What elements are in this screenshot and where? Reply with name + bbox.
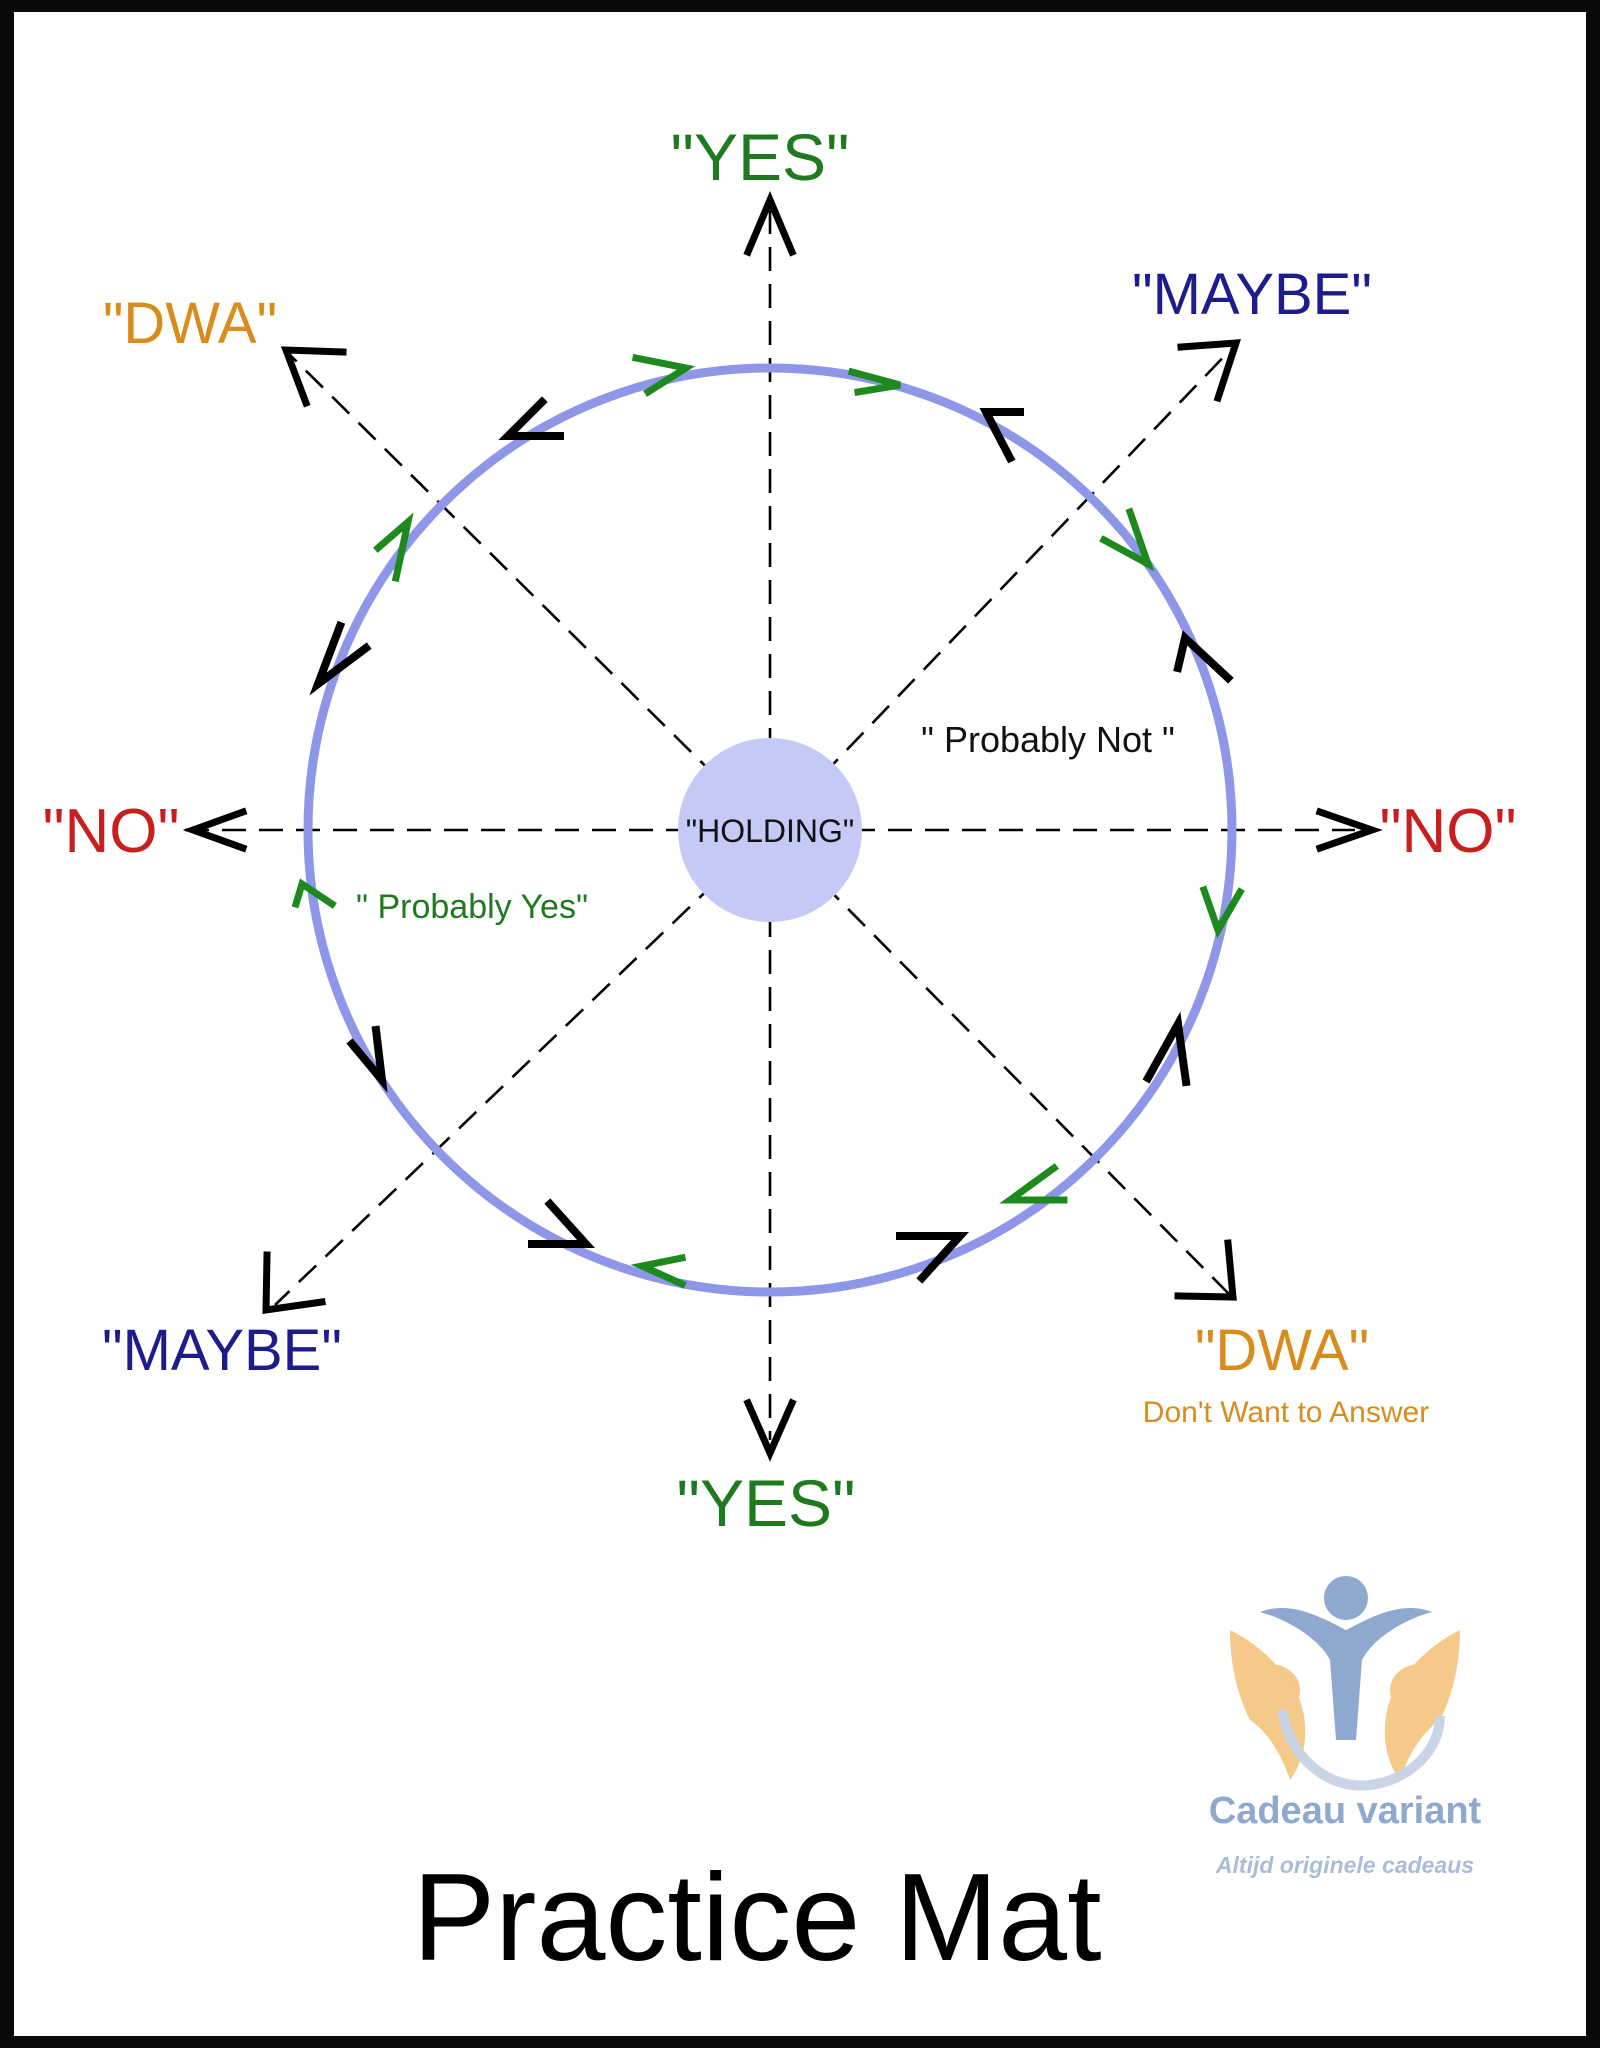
black-arrow-5	[346, 1025, 388, 1093]
axis-diagonal-maybe-top	[769, 344, 1236, 831]
axis-diagonal-dwa-top	[284, 349, 771, 831]
circle-arrows-green	[291, 353, 1245, 1289]
arrowhead-left	[182, 807, 248, 853]
logo-mark	[1230, 1576, 1460, 1791]
logo-tagline: Altijd originele cadeaus	[1215, 1852, 1474, 1878]
logo: Cadeau variant Altijd originele cadeaus	[1209, 1576, 1482, 1878]
black-arrow-7	[896, 1232, 970, 1284]
arrowhead-down-left	[262, 1251, 326, 1315]
arrowhead-down-right	[1174, 1239, 1237, 1301]
black-arrow-4	[309, 620, 372, 696]
arrowhead-up-left	[280, 346, 347, 408]
green-arrow-8	[630, 1253, 687, 1289]
circle-arrows-black	[309, 396, 1234, 1284]
green-arrow-5	[291, 878, 337, 909]
label-maybe-top: "MAYBE"	[1132, 262, 1372, 327]
label-probably-yes: " Probably Yes"	[356, 888, 588, 926]
green-arrow-3	[373, 512, 414, 583]
label-probably-not: " Probably Not "	[921, 719, 1175, 760]
arrowhead-up-right	[1177, 339, 1241, 403]
label-dwa-top: "DWA"	[103, 291, 277, 356]
black-arrow-6	[528, 1198, 595, 1248]
label-dwa-subtitle: Don't Want to Answer	[1143, 1396, 1429, 1429]
axis-arrowheads	[182, 191, 1383, 1462]
holding-node	[678, 738, 862, 922]
green-arrow-7	[999, 1163, 1068, 1204]
label-yes-bottom: "YES"	[677, 1466, 856, 1540]
label-no-left: "NO"	[42, 797, 179, 866]
label-holding: "HOLDING"	[686, 813, 855, 849]
label-maybe-bottom: "MAYBE"	[102, 1318, 342, 1383]
black-arrow-2	[979, 408, 1024, 464]
arrowhead-down	[743, 1398, 797, 1462]
black-arrow-3	[1173, 630, 1234, 684]
label-dwa-bottom: "DWA"	[1195, 1318, 1369, 1383]
axis-diagonal-maybe-bottom	[274, 829, 771, 1306]
answer-labels: "YES" "YES" "MAYBE" "MAYBE" "DWA" "DWA" …	[42, 120, 1516, 1540]
arrowhead-up	[743, 191, 797, 257]
black-arrow-1	[498, 396, 564, 440]
logo-name: Cadeau variant	[1209, 1790, 1482, 1832]
green-arrow-2	[847, 367, 901, 397]
arrowhead-right	[1315, 807, 1383, 853]
green-arrow-1	[631, 353, 696, 397]
green-arrow-6	[1199, 885, 1245, 939]
label-no-right: "NO"	[1379, 797, 1516, 866]
black-arrow-8	[1142, 1011, 1191, 1087]
page-title: Practice Mat	[412, 1849, 1101, 1987]
mat-background	[14, 12, 1586, 2036]
label-yes-top: "YES"	[671, 120, 850, 194]
green-arrow-4	[1099, 507, 1155, 572]
answer-circle	[303, 363, 1237, 1297]
